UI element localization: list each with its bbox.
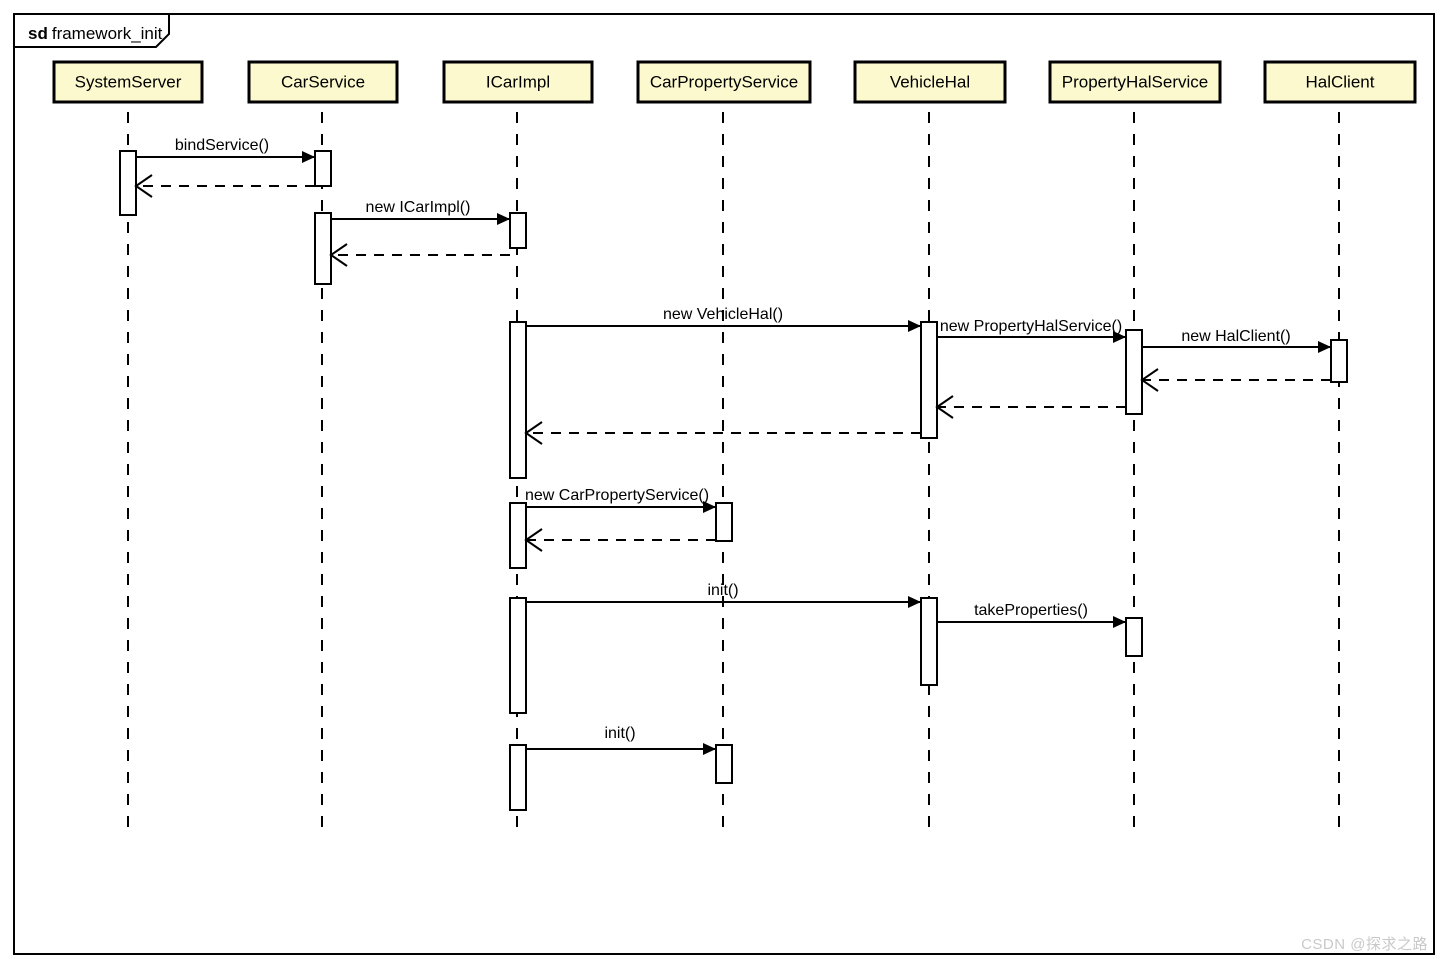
message-msg-new-propertyhalsvc[interactable]: new PropertyHalService(): [937, 318, 1126, 343]
activation-bar-icarimpl: [509, 321, 527, 479]
activation-bar-systemserver: [119, 150, 137, 216]
lifeline-header-carservice[interactable]: CarService: [247, 60, 399, 104]
activation-bar-carpropertyservice: [715, 744, 733, 784]
lifeline-header-systemserver[interactable]: SystemServer: [52, 60, 204, 104]
activation-bar-halclient: [1330, 339, 1348, 383]
watermark-text: CSDN @探求之路: [1301, 936, 1428, 953]
return-arrowhead-icon: [134, 174, 153, 198]
activation-bar-vehiclehal: [920, 597, 938, 686]
message-msg-new-halclient[interactable]: new HalClient(): [1142, 328, 1331, 353]
message-ret-new-carpropertysvc[interactable]: [524, 528, 716, 552]
lifeline-box-carpropertyservice[interactable]: [636, 60, 812, 104]
return-arrowhead-icon: [524, 528, 543, 552]
activation-bar-propertyhalservice: [1125, 617, 1143, 657]
lifeline-label-halclient: HalClient: [1306, 72, 1375, 91]
diagram-frame: [13, 13, 1435, 955]
message-label-msg-new-carpropertysvc: new CarPropertyService(): [525, 487, 709, 504]
lifeline-label-icarimpl: ICarImpl: [486, 72, 550, 91]
lifeline-box-icarimpl[interactable]: [442, 60, 594, 104]
lifeline-label-carservice: CarService: [281, 72, 365, 91]
lifeline-label-systemserver: SystemServer: [75, 72, 182, 91]
message-label-msg-new-halclient: new HalClient(): [1181, 328, 1290, 345]
lifeline-label-propertyhalservice: PropertyHalService: [1062, 72, 1208, 91]
lifeline-label-vehiclehal: VehicleHal: [890, 72, 970, 91]
activation-bar-carservice: [314, 150, 332, 187]
activation-bar-icarimpl: [509, 212, 527, 249]
activation-bar-propertyhalservice: [1125, 329, 1143, 415]
message-label-msg-init-carpropertysvc: init(): [604, 725, 635, 742]
activation-bar-icarimpl: [509, 597, 527, 714]
message-msg-new-carpropertysvc[interactable]: new CarPropertyService(): [525, 487, 716, 513]
lifeline-box-vehiclehal[interactable]: [853, 60, 1007, 104]
lifeline-header-carpropertyservice[interactable]: CarPropertyService: [636, 60, 812, 104]
lifeline-box-carservice[interactable]: [247, 60, 399, 104]
return-arrowhead-icon: [935, 395, 954, 419]
diagram-kind-keyword: sd: [28, 24, 48, 43]
message-ret-bindservice[interactable]: [134, 174, 315, 198]
activation-bar-vehiclehal: [920, 321, 938, 439]
message-label-msg-new-vehiclehal: new VehicleHal(): [663, 306, 783, 323]
return-arrowhead-icon: [524, 421, 543, 445]
activation-bar-carpropertyservice: [715, 502, 733, 542]
activations-group: [119, 150, 1348, 811]
lifeline-box-halclient[interactable]: [1263, 60, 1417, 104]
message-msg-bindservice[interactable]: bindService(): [136, 137, 315, 163]
lifeline-label-carpropertyservice: CarPropertyService: [650, 72, 798, 91]
lifeline-header-vehiclehal[interactable]: VehicleHal: [853, 60, 1007, 104]
activation-bar-icarimpl: [509, 502, 527, 569]
lifeline-header-propertyhalservice[interactable]: PropertyHalService: [1048, 60, 1222, 104]
message-msg-takeproperties[interactable]: takeProperties(): [937, 602, 1126, 628]
diagram-name: framework_init: [52, 24, 163, 43]
diagram-frame-tab: [13, 13, 170, 48]
lifeline-dashes-group: [127, 112, 1340, 838]
lifeline-box-propertyhalservice[interactable]: [1048, 60, 1222, 104]
return-arrowhead-icon: [1140, 368, 1159, 392]
message-ret-new-icarimpl[interactable]: [329, 243, 510, 267]
message-msg-init-carpropertysvc[interactable]: init(): [526, 725, 716, 755]
message-label-msg-new-icarimpl: new ICarImpl(): [366, 199, 471, 216]
activation-bar-icarimpl: [509, 744, 527, 811]
message-msg-init-vehiclehal[interactable]: init(): [526, 582, 921, 608]
message-label-msg-takeproperties: takeProperties(): [974, 602, 1088, 619]
message-msg-new-vehiclehal[interactable]: new VehicleHal(): [526, 306, 921, 332]
activation-bar-carservice: [314, 212, 332, 285]
message-label-msg-new-propertyhalsvc: new PropertyHalService(): [940, 318, 1122, 335]
message-msg-new-icarimpl[interactable]: new ICarImpl(): [331, 199, 510, 225]
message-label-msg-init-vehiclehal: init(): [707, 582, 738, 599]
message-ret-new-vehiclehal[interactable]: [524, 421, 921, 445]
lifeline-box-systemserver[interactable]: [52, 60, 204, 104]
lifeline-header-halclient[interactable]: HalClient: [1263, 60, 1417, 104]
message-label-msg-bindservice: bindService(): [175, 137, 269, 154]
messages-group: bindService() new ICarImpl() new VehicleHa…: [134, 137, 1331, 755]
message-ret-new-propertyhalsvc[interactable]: [935, 395, 1126, 419]
lifeline-boxes-group: SystemServer CarService ICarImpl CarPropert…: [52, 60, 1417, 104]
return-arrowhead-icon: [329, 243, 348, 267]
message-ret-new-halclient[interactable]: [1140, 368, 1331, 392]
lifeline-header-icarimpl[interactable]: ICarImpl: [442, 60, 594, 104]
